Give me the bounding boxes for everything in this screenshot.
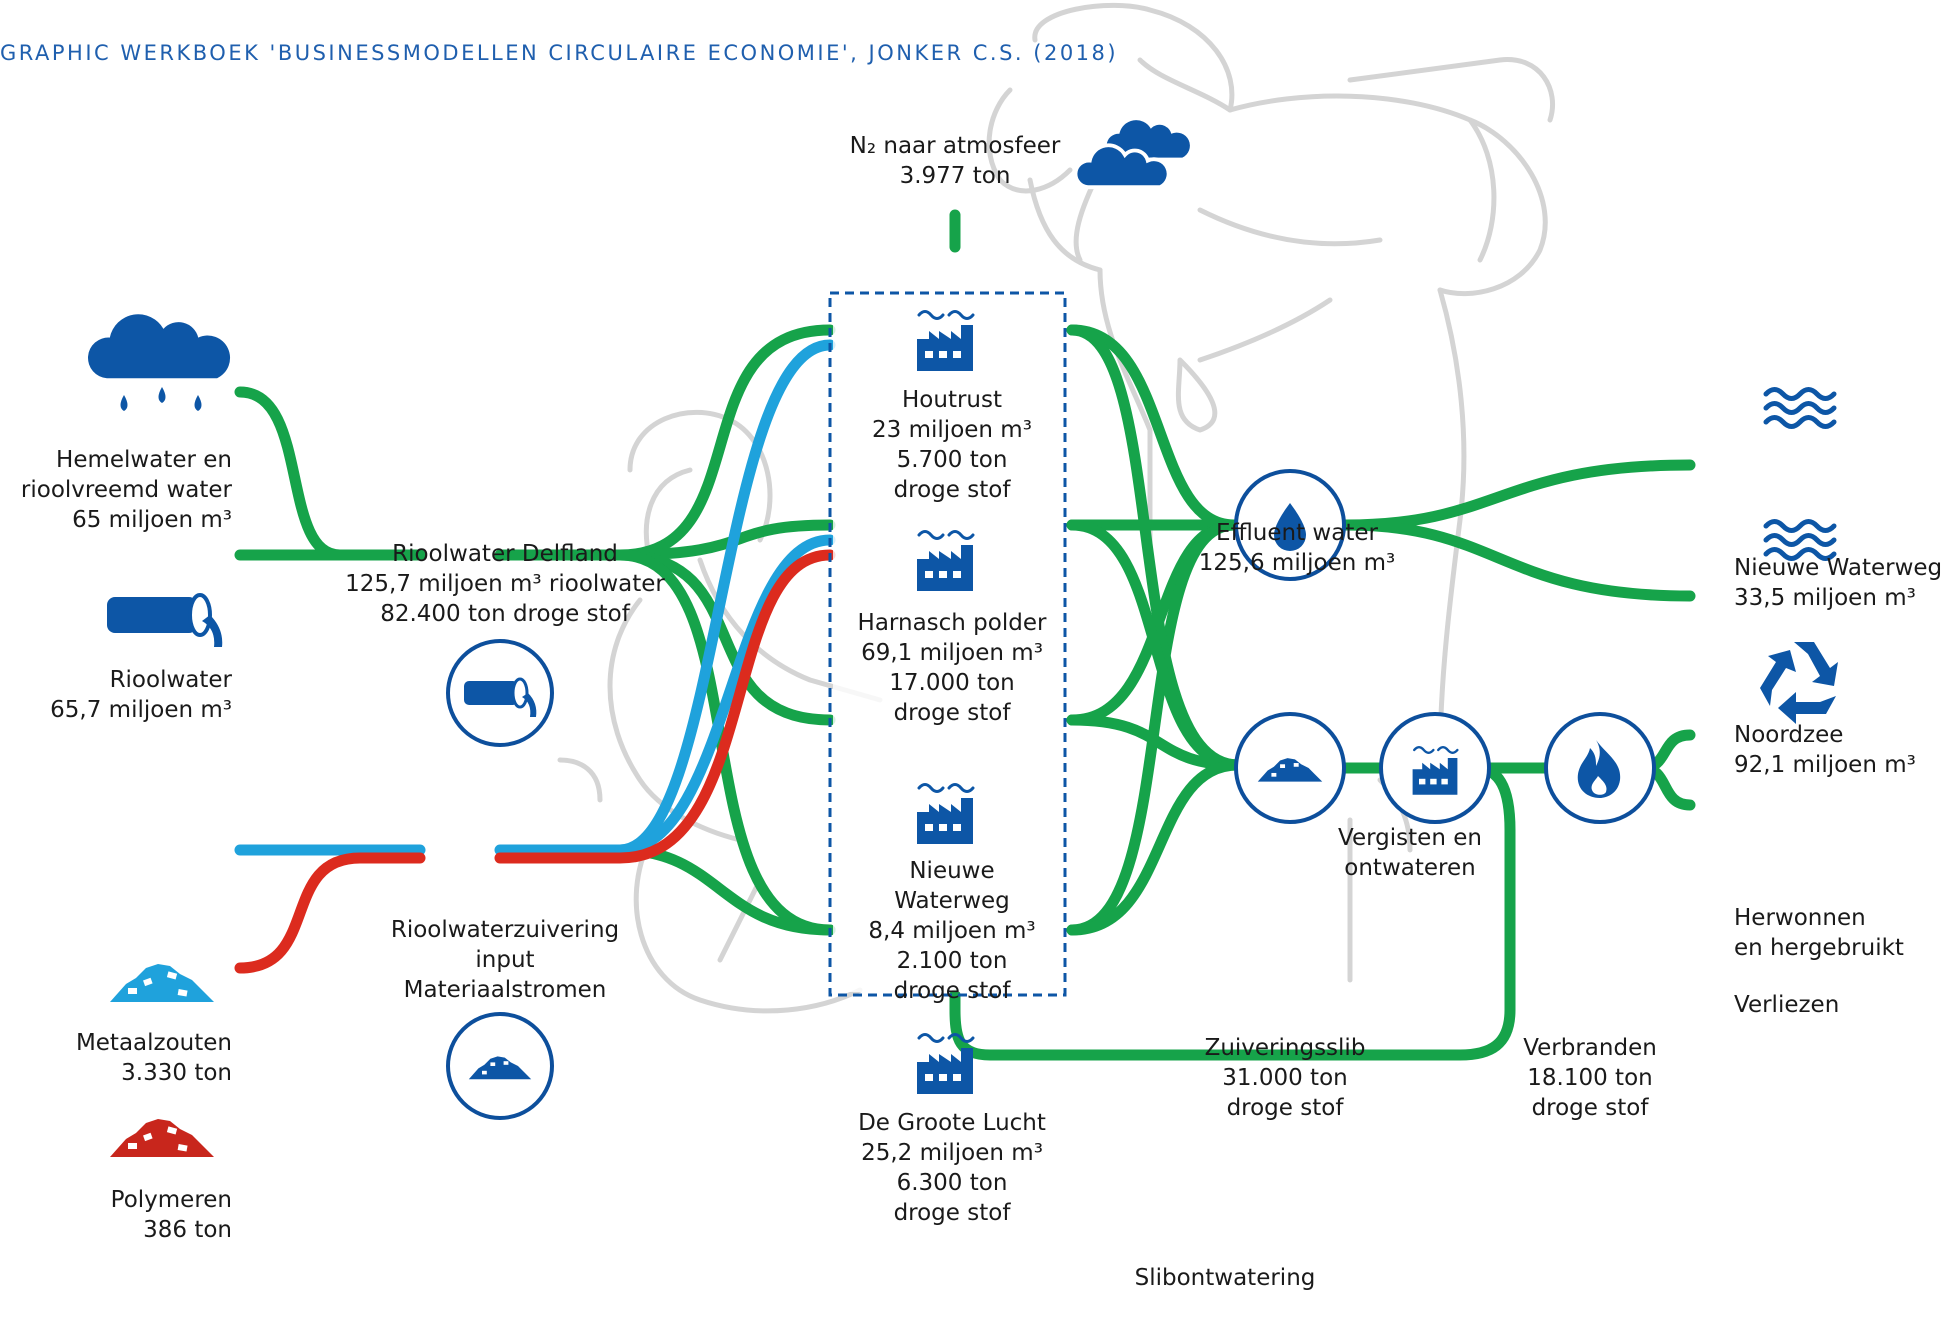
label-vergisten: Vergisten en ontwateren xyxy=(1338,825,1482,881)
label-line: 125,6 miljoen m³ xyxy=(1199,550,1395,576)
label-line: 92,1 miljoen m³ xyxy=(1734,752,1916,778)
hub-zuivering-node xyxy=(446,1012,554,1120)
rain-cloud-icon xyxy=(87,314,231,411)
label-line: 65,7 miljoen m³ xyxy=(50,697,232,723)
label-plant-houtrust: Houtrust 23 miljoen m³ 5.700 ton droge s… xyxy=(872,387,1032,503)
label-line: Nieuwe Waterweg xyxy=(1734,555,1942,581)
label-line: Effluent water xyxy=(1216,520,1378,546)
label-verbranden: Verbranden 18.100 ton droge stof xyxy=(1523,1035,1657,1121)
label-zuivering: Rioolwaterzuivering input Materiaalstrom… xyxy=(391,917,619,1003)
label-line: 386 ton xyxy=(143,1217,232,1243)
label-line: Verbranden xyxy=(1523,1035,1657,1061)
material-flows xyxy=(234,339,836,974)
label-line: 65 miljoen m³ xyxy=(72,507,232,533)
label-line: N₂ naar atmosfeer xyxy=(850,133,1061,159)
waves-icon xyxy=(1766,522,1834,559)
label-line: Nieuwe xyxy=(909,858,994,884)
label-line: droge stof xyxy=(1227,1095,1345,1121)
label-line: droge stof xyxy=(894,700,1012,726)
label-line: Rioolwaterzuivering xyxy=(391,917,619,943)
label-line: Rioolwater Delfland xyxy=(392,541,618,567)
label-line: Houtrust xyxy=(902,387,1002,413)
label-herwonnen: Herwonnen en hergebruikt xyxy=(1734,905,1904,961)
label-line: Waterweg xyxy=(894,888,1010,914)
label-line: Metaalzouten xyxy=(76,1030,232,1056)
plants-frame xyxy=(828,291,1067,997)
label-line: droge stof xyxy=(1532,1095,1650,1121)
label-plant-harnasch: Harnasch polder 69,1 miljoen m³ 17.000 t… xyxy=(858,610,1047,726)
label-line: droge stof xyxy=(894,1200,1012,1226)
label-rioolwater: Rioolwater 65,7 miljoen m³ xyxy=(50,667,232,723)
hub-delfland-node xyxy=(446,639,554,747)
label-effluent: Effluent water 125,6 miljoen m³ xyxy=(1199,520,1395,576)
waves-icon xyxy=(1766,390,1834,427)
salt-pile-icon xyxy=(110,964,214,1002)
label-n2: N₂ naar atmosfeer 3.977 ton xyxy=(850,133,1061,189)
label-plant-nieuwe-waterweg: Nieuwe Waterweg 8,4 miljoen m³ 2.100 ton… xyxy=(868,858,1035,1004)
credit-line: GRAPHIC WERKBOEK 'BUSINESSMODELLEN CIRCU… xyxy=(0,41,1118,65)
plants-frame-fill xyxy=(833,296,1062,992)
label-line: 3.977 ton xyxy=(900,163,1011,189)
digestion-node xyxy=(1379,712,1491,824)
label-line: 82.400 ton droge stof xyxy=(380,601,631,627)
label-line: 3.330 ton xyxy=(121,1060,232,1086)
label-slib: Zuiveringsslib 31.000 ton droge stof xyxy=(1205,1035,1366,1121)
label-plant-groote-lucht: De Groote Lucht 25,2 miljoen m³ 6.300 to… xyxy=(858,1110,1046,1226)
label-line: Vergisten en xyxy=(1338,825,1482,851)
water-flows xyxy=(234,209,1696,1061)
label-line: input xyxy=(475,947,534,973)
water-drop-icon xyxy=(1274,503,1306,551)
sludge-node xyxy=(1234,712,1346,824)
label-line: rioolvreemd water xyxy=(21,477,233,503)
label-line: droge stof xyxy=(894,477,1012,503)
label-line: ontwateren xyxy=(1344,855,1475,881)
label-line: Harnasch polder xyxy=(858,610,1047,636)
label-line: 5.700 ton xyxy=(897,447,1008,473)
pipe-icon xyxy=(107,593,223,647)
label-noordzee: Noordzee 92,1 miljoen m³ xyxy=(1734,722,1916,778)
label-line: 2.100 ton xyxy=(897,948,1008,974)
cloud-icon xyxy=(1073,120,1190,190)
label-line: 8,4 miljoen m³ xyxy=(868,918,1035,944)
incineration-node xyxy=(1544,712,1656,824)
label-line: 18.100 ton xyxy=(1527,1065,1652,1091)
label-line: Hemelwater en xyxy=(56,447,232,473)
label-line: droge stof xyxy=(894,978,1012,1004)
label-delfland: Rioolwater Delfland 125,7 miljoen m³ rio… xyxy=(345,541,665,627)
polymer-pile-icon xyxy=(110,1119,214,1157)
label-line: Rioolwater xyxy=(110,667,233,693)
label-nieuwe-waterweg: Nieuwe Waterweg 33,5 miljoen m³ xyxy=(1734,555,1942,611)
label-line: 125,7 miljoen m³ rioolwater xyxy=(345,571,665,597)
recycle-icon xyxy=(1760,642,1838,724)
label-line: 23 miljoen m³ xyxy=(872,417,1032,443)
sludge-pile-icon xyxy=(1257,758,1323,782)
label-line: Noordzee xyxy=(1734,722,1843,748)
label-line: Herwonnen xyxy=(1734,905,1866,931)
label-polymeren: Polymeren 386 ton xyxy=(111,1187,232,1243)
label-line: 69,1 miljoen m³ xyxy=(861,640,1043,666)
label-line: 6.300 ton xyxy=(897,1170,1008,1196)
label-line: 25,2 miljoen m³ xyxy=(861,1140,1043,1166)
effluent-node xyxy=(1234,469,1346,581)
label-line: Zuiveringsslib xyxy=(1205,1035,1366,1061)
label-verliezen: Verliezen xyxy=(1734,992,1839,1018)
label-line: 33,5 miljoen m³ xyxy=(1734,585,1916,611)
label-hemelwater: Hemelwater en rioolvreemd water 65 miljo… xyxy=(21,447,233,533)
label-line: 31.000 ton xyxy=(1222,1065,1347,1091)
label-line: De Groote Lucht xyxy=(858,1110,1046,1136)
label-metaalzouten: Metaalzouten 3.330 ton xyxy=(76,1030,232,1086)
label-line: en hergebruikt xyxy=(1734,935,1904,961)
label-line: Materiaalstromen xyxy=(404,977,607,1003)
label-slibontwatering: Slibontwatering xyxy=(1135,1265,1316,1291)
fire-icon xyxy=(1577,740,1621,798)
label-line: 17.000 ton xyxy=(889,670,1014,696)
label-line: Polymeren xyxy=(111,1187,232,1213)
